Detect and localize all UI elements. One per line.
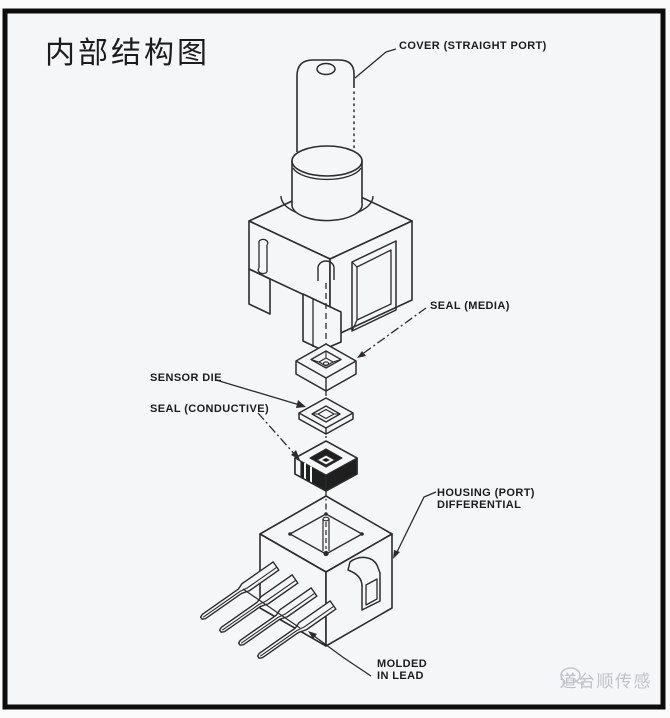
housing-arrowhead <box>393 550 400 559</box>
housing-leader-line <box>394 491 437 557</box>
housing-label-line2: DIFFERENTIAL <box>437 498 522 511</box>
molded-label-line2: IN LEAD <box>377 669 424 682</box>
sensor-die-label: SENSOR DIE <box>150 372 222 384</box>
housing-label-line1: HOUSING (PORT) <box>437 487 535 499</box>
seal-media-label: SEAL (MEDIA) <box>430 300 510 312</box>
molded-arrowhead <box>308 631 317 639</box>
molded-leader-line <box>309 632 372 677</box>
sensor-die-leader-line <box>215 379 304 407</box>
seal-conductive-label: SEAL (CONDUCTIVE) <box>150 403 270 415</box>
seal-conductive-arrowhead <box>291 450 300 460</box>
port-hole <box>316 62 336 76</box>
seal-media-leader-line <box>360 307 427 356</box>
watermark-text: 道台顺传感 <box>559 672 652 691</box>
cover-leader-line <box>354 48 397 79</box>
sensor-die-arrowhead <box>296 400 306 408</box>
watermark: 道台顺传感 <box>560 667 653 692</box>
lead-web-lines <box>242 588 301 629</box>
leads-part <box>197 561 337 662</box>
seal-conductive-part <box>294 440 358 492</box>
seal-media-arrowhead <box>357 351 366 358</box>
cover-part <box>248 59 413 351</box>
wechat-icon <box>559 667 586 686</box>
molded-label-line1: MOLDED <box>377 658 428 670</box>
housing-label: HOUSING (PORT) DIFFERENTIAL <box>437 487 535 511</box>
seal-media-part <box>295 343 357 392</box>
figure-title: 内部结构图 <box>45 37 210 70</box>
seal-conductive-leader-line <box>257 412 298 458</box>
molded-in-lead-label: MOLDED IN LEAD <box>377 658 428 682</box>
leader-lines <box>215 48 437 677</box>
sensor-die-part <box>298 397 354 435</box>
cover-label: COVER (STRAIGHT PORT) <box>399 40 547 52</box>
